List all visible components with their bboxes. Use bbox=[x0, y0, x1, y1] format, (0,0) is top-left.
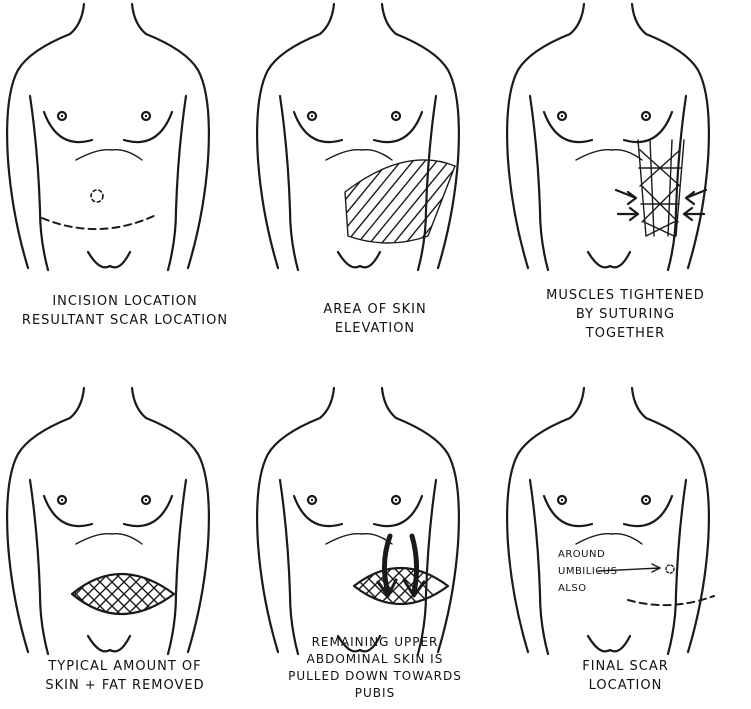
caption-line: BY SUTURING bbox=[500, 305, 751, 324]
caption-line: ELEVATION bbox=[250, 319, 500, 338]
panel-caption: INCISION LOCATION RESULTANT SCAR LOCATIO… bbox=[0, 292, 250, 330]
panel-skin-elevation: AREA OF SKIN ELEVATION bbox=[250, 0, 500, 350]
caption-line: REMAINING UPPER bbox=[250, 634, 500, 651]
panel-caption: FINAL SCAR LOCATION bbox=[500, 657, 751, 695]
caption-line: TOGETHER bbox=[500, 324, 751, 343]
panel-caption: REMAINING UPPER ABDOMINAL SKIN IS PULLED… bbox=[250, 634, 500, 702]
panel-skin-fat-removed: TYPICAL AMOUNT OF SKIN + FAT REMOVED bbox=[0, 354, 250, 709]
note-line: AROUND bbox=[558, 546, 617, 563]
panel-caption: MUSCLES TIGHTENED BY SUTURING TOGETHER bbox=[500, 286, 751, 343]
caption-line: FINAL SCAR bbox=[500, 657, 751, 676]
caption-line: PUBIS bbox=[250, 685, 500, 702]
caption-line: SKIN + FAT REMOVED bbox=[0, 676, 250, 695]
caption-line: LOCATION bbox=[500, 676, 751, 695]
torso-figure bbox=[250, 0, 500, 280]
torso-figure bbox=[0, 354, 250, 644]
incision-line bbox=[42, 214, 158, 229]
torso-figure bbox=[500, 0, 751, 280]
torso-figure bbox=[0, 0, 250, 280]
caption-line: PULLED DOWN TOWARDS bbox=[250, 668, 500, 685]
caption-line: AREA OF SKIN bbox=[250, 300, 500, 319]
caption-line: ABDOMINAL SKIN IS bbox=[250, 651, 500, 668]
umbilicus-incision bbox=[91, 190, 103, 202]
torso-figure bbox=[500, 354, 751, 644]
note-line: UMBILICUS bbox=[558, 563, 617, 580]
torso-figure bbox=[250, 354, 500, 644]
caption-line: MUSCLES TIGHTENED bbox=[500, 286, 751, 305]
umbilicus-note: AROUND UMBILICUS ALSO bbox=[558, 546, 617, 597]
panel-caption: AREA OF SKIN ELEVATION bbox=[250, 300, 500, 338]
panel-final-scar: AROUND UMBILICUS ALSO FINAL SCAR LOCATIO… bbox=[500, 354, 751, 709]
caption-line: TYPICAL AMOUNT OF bbox=[0, 657, 250, 676]
umbilicus-scar bbox=[666, 565, 674, 573]
note-line: ALSO bbox=[558, 580, 617, 597]
panel-caption: TYPICAL AMOUNT OF SKIN + FAT REMOVED bbox=[0, 657, 250, 695]
panel-muscle-tightening: MUSCLES TIGHTENED BY SUTURING TOGETHER bbox=[500, 0, 751, 350]
caption-line: INCISION LOCATION bbox=[0, 292, 250, 311]
panel-skin-pulled-down: REMAINING UPPER ABDOMINAL SKIN IS PULLED… bbox=[250, 354, 500, 709]
caption-line: RESULTANT SCAR LOCATION bbox=[0, 311, 250, 330]
panel-incision-location: INCISION LOCATION RESULTANT SCAR LOCATIO… bbox=[0, 0, 250, 350]
hatched-elevation-area bbox=[296, 150, 494, 260]
